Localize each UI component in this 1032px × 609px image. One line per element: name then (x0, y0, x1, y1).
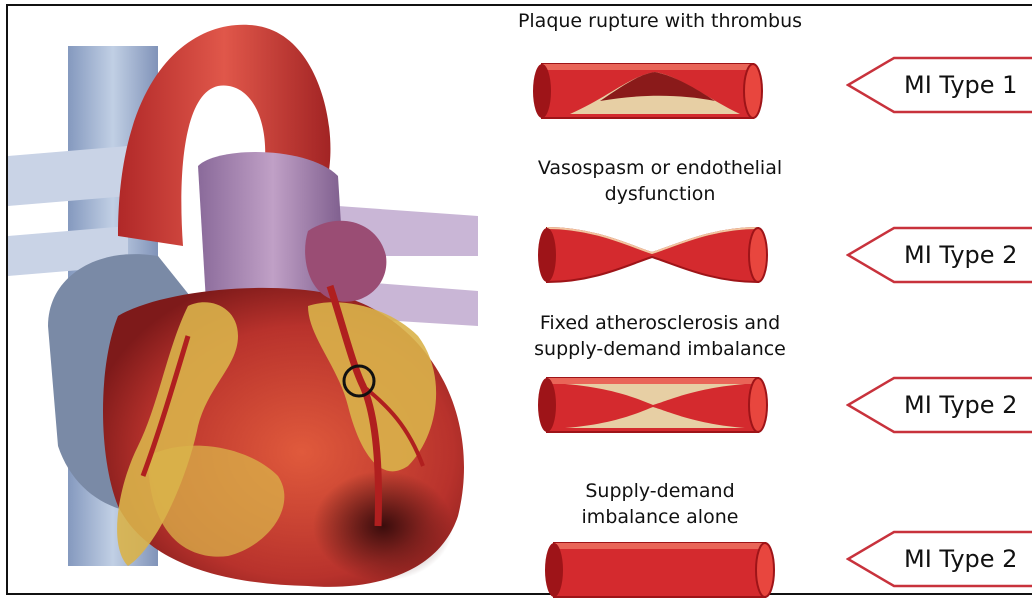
mi-type-tag: MI Type 2 (846, 226, 1032, 284)
caption-line: Supply-demand (480, 478, 840, 504)
caption-line: supply-demand imbalance (480, 336, 840, 362)
mi-type-label: MI Type 1 (904, 70, 1017, 100)
heart-illustration (8, 6, 488, 594)
mi-type-tag: MI Type 1 (846, 56, 1032, 114)
caption-line: Plaque rupture with thrombus (480, 8, 840, 34)
vessel-plaque-rupture-thrombus (530, 56, 765, 130)
mi-type-label: MI Type 2 (904, 390, 1017, 420)
mi-type-tag: MI Type 2 (846, 530, 1032, 588)
vessel-fixed-atherosclerosis (535, 370, 770, 444)
mi-type-tag: MI Type 2 (846, 376, 1032, 434)
caption-line: imbalance alone (480, 504, 840, 530)
panel-caption: Plaque rupture with thrombus (480, 8, 840, 34)
mi-type-label: MI Type 2 (904, 240, 1017, 270)
caption-line: Vasospasm or endothelial (480, 155, 840, 181)
caption-line: Fixed atherosclerosis and (480, 310, 840, 336)
mi-type-label: MI Type 2 (904, 544, 1017, 574)
vessel-vasospasm (535, 220, 770, 294)
caption-line: dysfunction (480, 181, 840, 207)
vessel-normal-lumen (542, 535, 777, 609)
